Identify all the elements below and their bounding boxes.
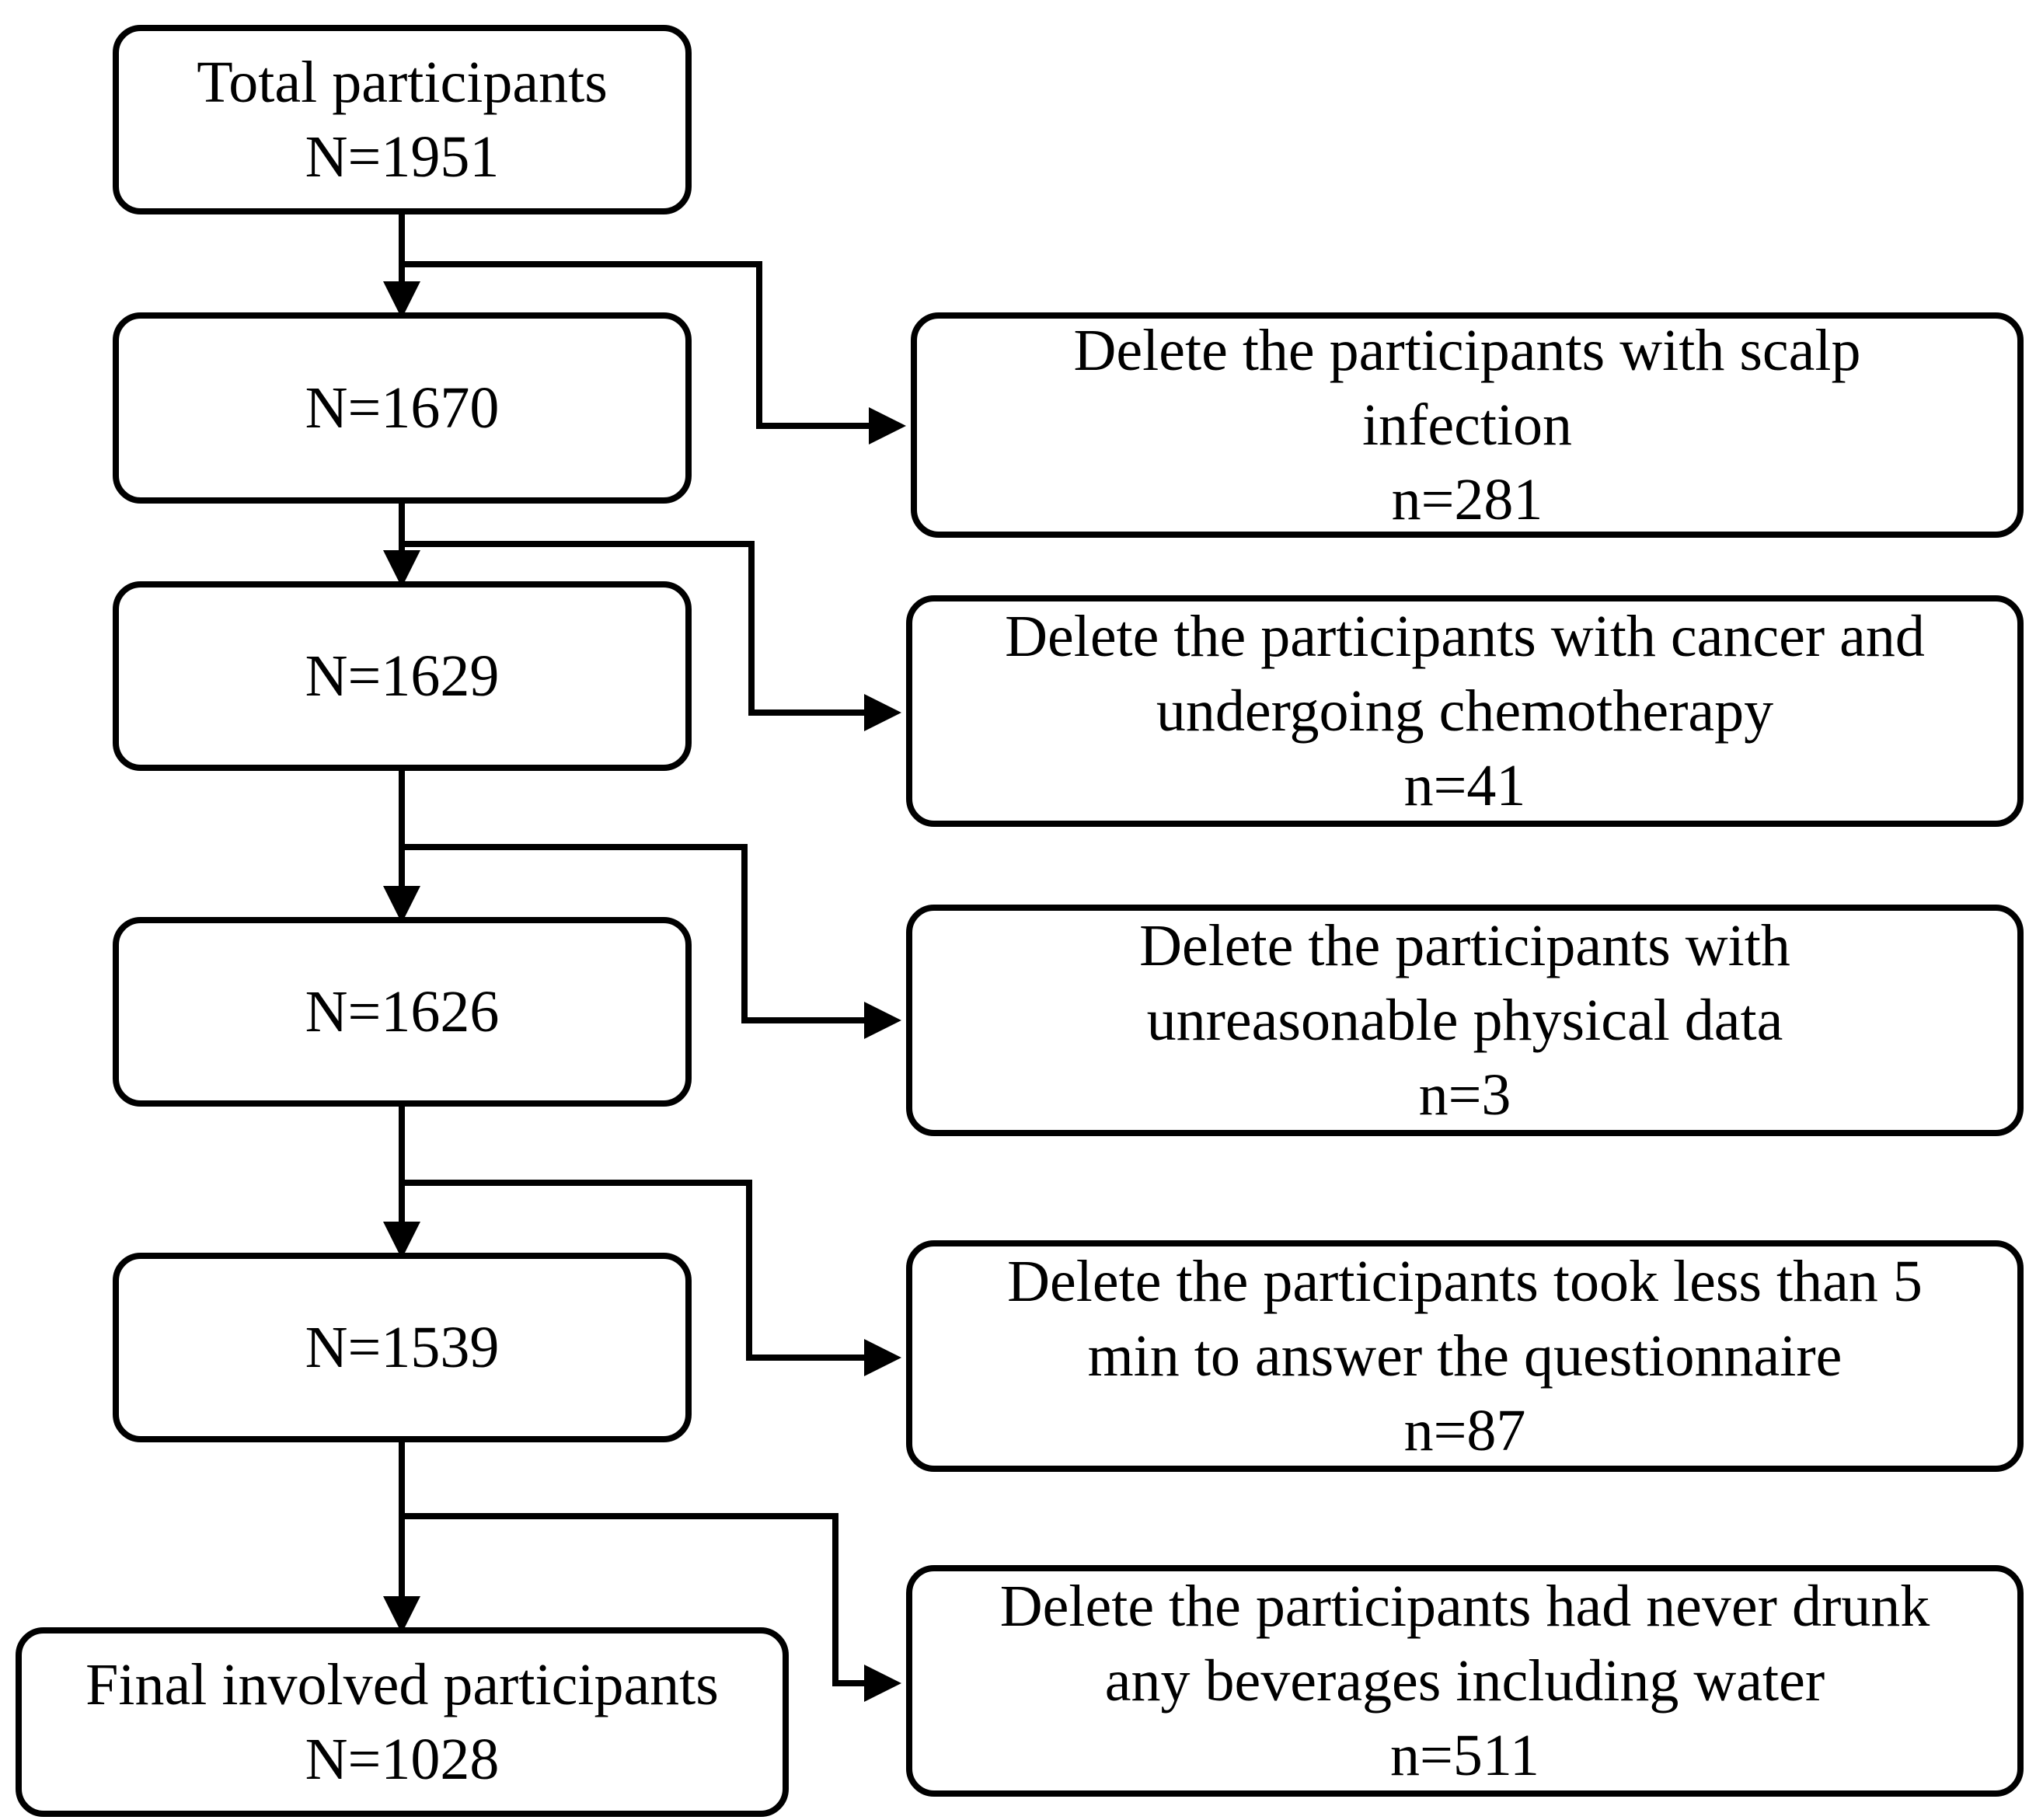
exclusion-count: n=87: [1403, 1398, 1526, 1463]
step-after-scalp-infection: N=1670: [113, 312, 692, 504]
exclusion-text: Delete the participants had never drunk: [999, 1574, 1930, 1639]
step-count: N=1629: [305, 643, 500, 709]
step-after-physical-data: N=1626: [113, 917, 692, 1107]
step-count: N=1028: [305, 1727, 500, 1792]
exclusion-cancer: Delete the participants with cancer and …: [906, 595, 2024, 827]
step-count: N=1670: [305, 375, 500, 441]
arrow-exclusion-2: [402, 541, 901, 731]
step-count: N=1626: [305, 979, 500, 1044]
exclusion-text: Delete the participants with cancer and: [1005, 604, 1925, 669]
exclusion-scalp-infection: Delete the participants with scalp infec…: [911, 312, 2024, 538]
exclusion-count: n=3: [1418, 1062, 1511, 1128]
step-after-cancer: N=1629: [113, 581, 692, 771]
exclusion-text: Delete the participants with scalp: [1073, 318, 1861, 383]
exclusion-text: min to answer the questionnaire: [1087, 1323, 1842, 1389]
arrow-exclusion-4: [402, 1180, 901, 1376]
exclusion-count: n=281: [1391, 467, 1543, 532]
step-after-answer-time: N=1539: [113, 1253, 692, 1442]
step-label: Total participants: [197, 50, 608, 115]
step-label: Final involved participants: [85, 1652, 719, 1717]
step-count: N=1539: [305, 1315, 500, 1380]
exclusion-text: Delete the participants took less than 5: [1007, 1249, 1923, 1314]
exclusion-text: undergoing chemotherapy: [1156, 678, 1774, 744]
exclusion-text: Delete the participants with: [1139, 913, 1790, 978]
step-total-participants: Total participants N=1951: [113, 25, 692, 214]
step-count: N=1951: [305, 124, 500, 190]
exclusion-text: infection: [1361, 392, 1573, 458]
exclusion-physical-data: Delete the participants with unreasonabl…: [906, 905, 2024, 1136]
exclusion-count: n=41: [1403, 753, 1526, 818]
exclusion-answer-time: Delete the participants took less than 5…: [906, 1240, 2024, 1472]
exclusion-no-beverages: Delete the participants had never drunk …: [906, 1565, 2024, 1797]
exclusion-count: n=511: [1389, 1723, 1540, 1788]
arrow-exclusion-1: [402, 261, 906, 445]
exclusion-text: any beverages including water: [1104, 1648, 1825, 1714]
exclusion-text: unreasonable physical data: [1146, 988, 1783, 1053]
step-final-participants: Final involved participants N=1028: [16, 1627, 789, 1817]
arrow-exclusion-3: [402, 844, 901, 1039]
arrow-exclusion-5: [402, 1513, 901, 1702]
